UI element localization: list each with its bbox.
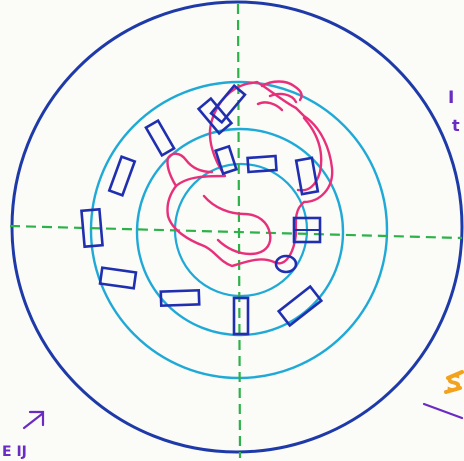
right-mid-fragment: t (452, 116, 460, 135)
margin-slash (424, 404, 462, 418)
tile-9 (279, 287, 322, 326)
right-bottom-fragment: S (446, 372, 462, 397)
tile-8 (234, 298, 248, 334)
figure-hand (258, 82, 302, 111)
tile-3 (146, 121, 174, 156)
tile-4 (109, 157, 134, 196)
bottom-left-fragment: E IJ (2, 444, 27, 460)
tile-6 (100, 268, 136, 289)
figure-left-arm (167, 154, 212, 186)
tile-13 (216, 146, 237, 173)
figure-inner-torso (204, 196, 270, 254)
horizontal-axis (10, 226, 462, 238)
corner-arrow-icon (24, 412, 43, 428)
right-top-fragment: I (448, 88, 454, 108)
tile-ring (81, 86, 321, 334)
